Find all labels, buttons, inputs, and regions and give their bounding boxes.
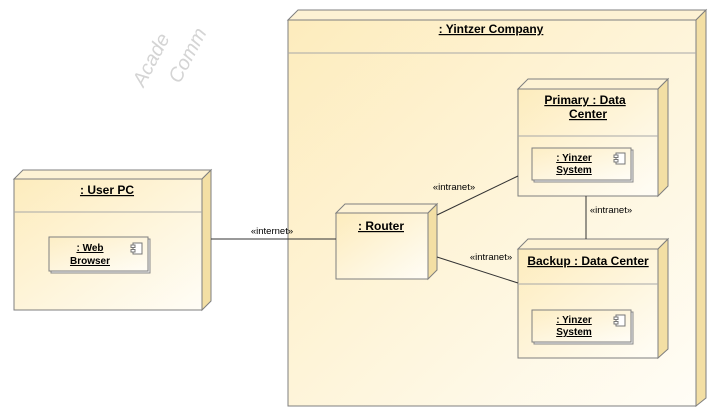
- backup-system-label-1: : Yinzer: [556, 315, 592, 326]
- watermark-line-1: Acade: [128, 30, 175, 91]
- router-backup-stereotype: «intranet»: [470, 252, 512, 263]
- link-internet[interactable]: «internet»: [211, 226, 336, 240]
- primary-system-label-2: System: [556, 165, 592, 176]
- component-primary-yinzer-system[interactable]: : Yinzer System: [531, 147, 634, 183]
- company-title: : Yintzer Company: [439, 22, 544, 36]
- watermark: Acade Comm: [128, 24, 211, 91]
- web-browser-label-2: Browser: [70, 256, 110, 267]
- router-title: : Router: [358, 219, 404, 233]
- component-backup-yinzer-system[interactable]: : Yinzer System: [531, 309, 634, 345]
- link-router-primary[interactable]: «intranet»: [433, 175, 519, 216]
- primary-backup-stereotype: «intranet»: [590, 205, 632, 216]
- primary-title-line-2: Center: [569, 107, 607, 121]
- web-browser-label-1: : Web: [76, 243, 103, 254]
- component-icon: [613, 314, 626, 327]
- node-user-pc[interactable]: : User PC: [12, 168, 213, 312]
- primary-title-line-1: Primary : Data: [544, 93, 626, 107]
- user-pc-title: : User PC: [80, 183, 134, 197]
- primary-system-label-1: : Yinzer: [556, 153, 592, 164]
- component-icon: [130, 242, 143, 255]
- component-icon: [613, 152, 626, 165]
- component-web-browser[interactable]: : Web Browser: [48, 236, 151, 274]
- backup-system-label-2: System: [556, 327, 592, 338]
- router-primary-stereotype: «intranet»: [433, 182, 475, 193]
- watermark-line-2: Comm: [164, 24, 211, 86]
- backup-title: Backup : Data Center: [527, 254, 649, 268]
- link-router-backup[interactable]: «intranet»: [436, 252, 519, 284]
- node-router[interactable]: : Router: [334, 202, 439, 281]
- internet-stereotype: «internet»: [251, 226, 293, 237]
- link-primary-backup[interactable]: «intranet»: [585, 196, 632, 239]
